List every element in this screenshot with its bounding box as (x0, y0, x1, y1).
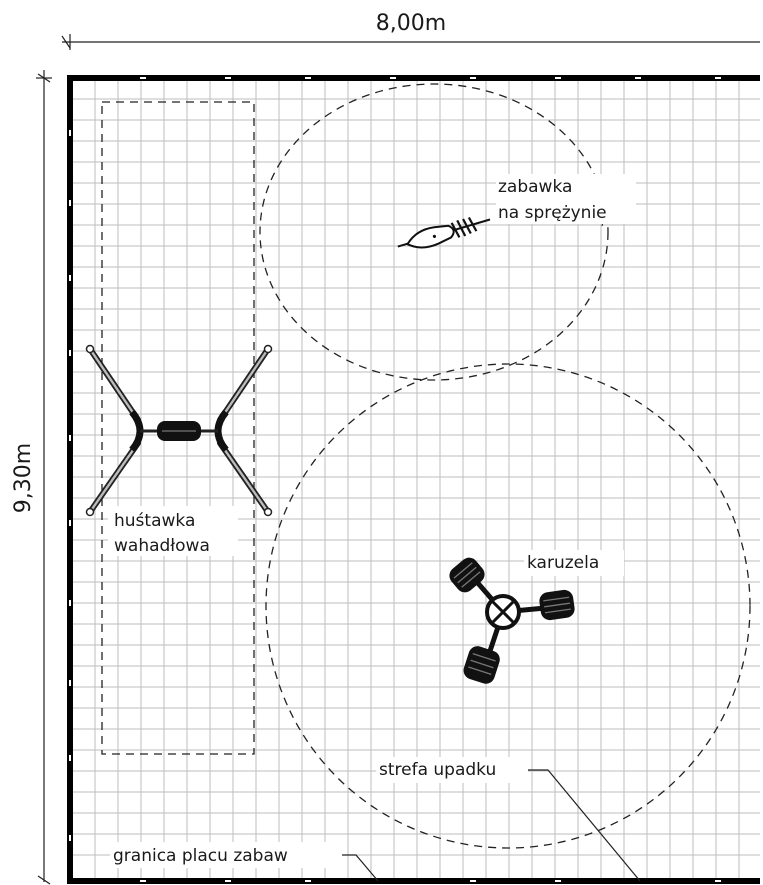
swing-label-line1: huśtawka (114, 511, 195, 531)
width-dimension-line (61, 34, 760, 50)
spring-rider-icon (397, 216, 491, 249)
fall-zone-leader (528, 769, 641, 882)
spring-toy-label-bg (496, 174, 636, 224)
carousel-label: karuzela (527, 553, 599, 573)
spring-toy-label-line1: zabawka (498, 177, 572, 197)
swing-label-line2: wahadłowa (114, 536, 210, 556)
fall-zone-label: strefa upadku (379, 760, 496, 780)
height-dimension-line (36, 70, 52, 885)
carousel-icon (449, 557, 575, 684)
carousel-fall-zone (265, 363, 751, 849)
swing-label-bg (108, 506, 238, 556)
width-dimension-label: 8,00m (376, 11, 446, 36)
plan-grid (71, 78, 760, 882)
spring-toy-fall-zone (259, 83, 609, 381)
playground-boundary (67, 75, 760, 884)
boundary-ticks (69, 77, 721, 882)
height-dimension-label: 9,30m (11, 443, 36, 513)
spring-toy-label-line2: na sprężynie (498, 203, 607, 223)
carousel-label-bg (524, 550, 624, 576)
pendulum-swing-icon (85, 344, 273, 517)
border-label-bg (110, 842, 342, 868)
playground-border-label: granica placu zabaw (113, 846, 288, 866)
fall-zone-label-bg (376, 757, 528, 783)
swing-fall-zone (101, 101, 255, 755)
border-leader (342, 854, 379, 882)
